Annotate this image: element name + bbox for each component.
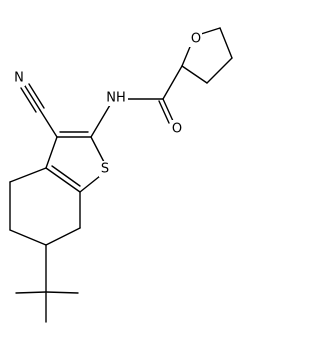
tert-butyl-group <box>15 244 79 323</box>
ring-oxygen-label: O <box>191 32 201 47</box>
bond-c4-c5 <box>219 27 233 59</box>
bond-cq-me1 <box>15 291 47 294</box>
bond-c3-c3a <box>45 136 58 169</box>
bond-s-c7a <box>79 175 101 193</box>
bond-c3a-c4 <box>9 167 47 183</box>
bond-c2-c3 <box>181 65 208 84</box>
bond-carbonyl-o-2 <box>158 100 170 124</box>
bond-c2-carbonyl <box>162 65 183 100</box>
bond-cq-me2 <box>45 291 79 294</box>
tetrahydrofuran-ring <box>181 27 233 84</box>
bond-c3-c4 <box>206 57 233 84</box>
thiophene-ring <box>45 131 105 193</box>
carbonyl-oxygen-label: O <box>172 122 182 137</box>
amide-group <box>90 65 183 138</box>
amide-nh-label: NH <box>106 91 126 106</box>
atom-labels: O O NH N S <box>12 31 202 177</box>
bond-triple-1 <box>24 85 41 111</box>
molecule-diagram: O O NH N S <box>9 27 233 323</box>
bond-triple-3 <box>20 87 37 113</box>
nitrile-group <box>20 83 58 138</box>
bond-c5-o <box>200 27 221 35</box>
bond-c3-cn <box>39 109 58 138</box>
nitrile-nitrogen-label: N <box>14 71 24 86</box>
bond-c2-s <box>90 136 105 163</box>
bond-c3a-c7a-double <box>51 165 81 187</box>
bond-triple-2 <box>28 83 45 109</box>
sulfur-label: S <box>101 162 109 177</box>
cyclohexene-ring <box>9 167 81 246</box>
bond-c6-c7 <box>45 227 81 246</box>
bond-carbonyl-o-1 <box>162 98 174 122</box>
bond-c3a-c7a <box>45 167 81 193</box>
bond-c5-c6 <box>9 229 47 246</box>
bond-nh-c2thiophene <box>90 104 111 138</box>
